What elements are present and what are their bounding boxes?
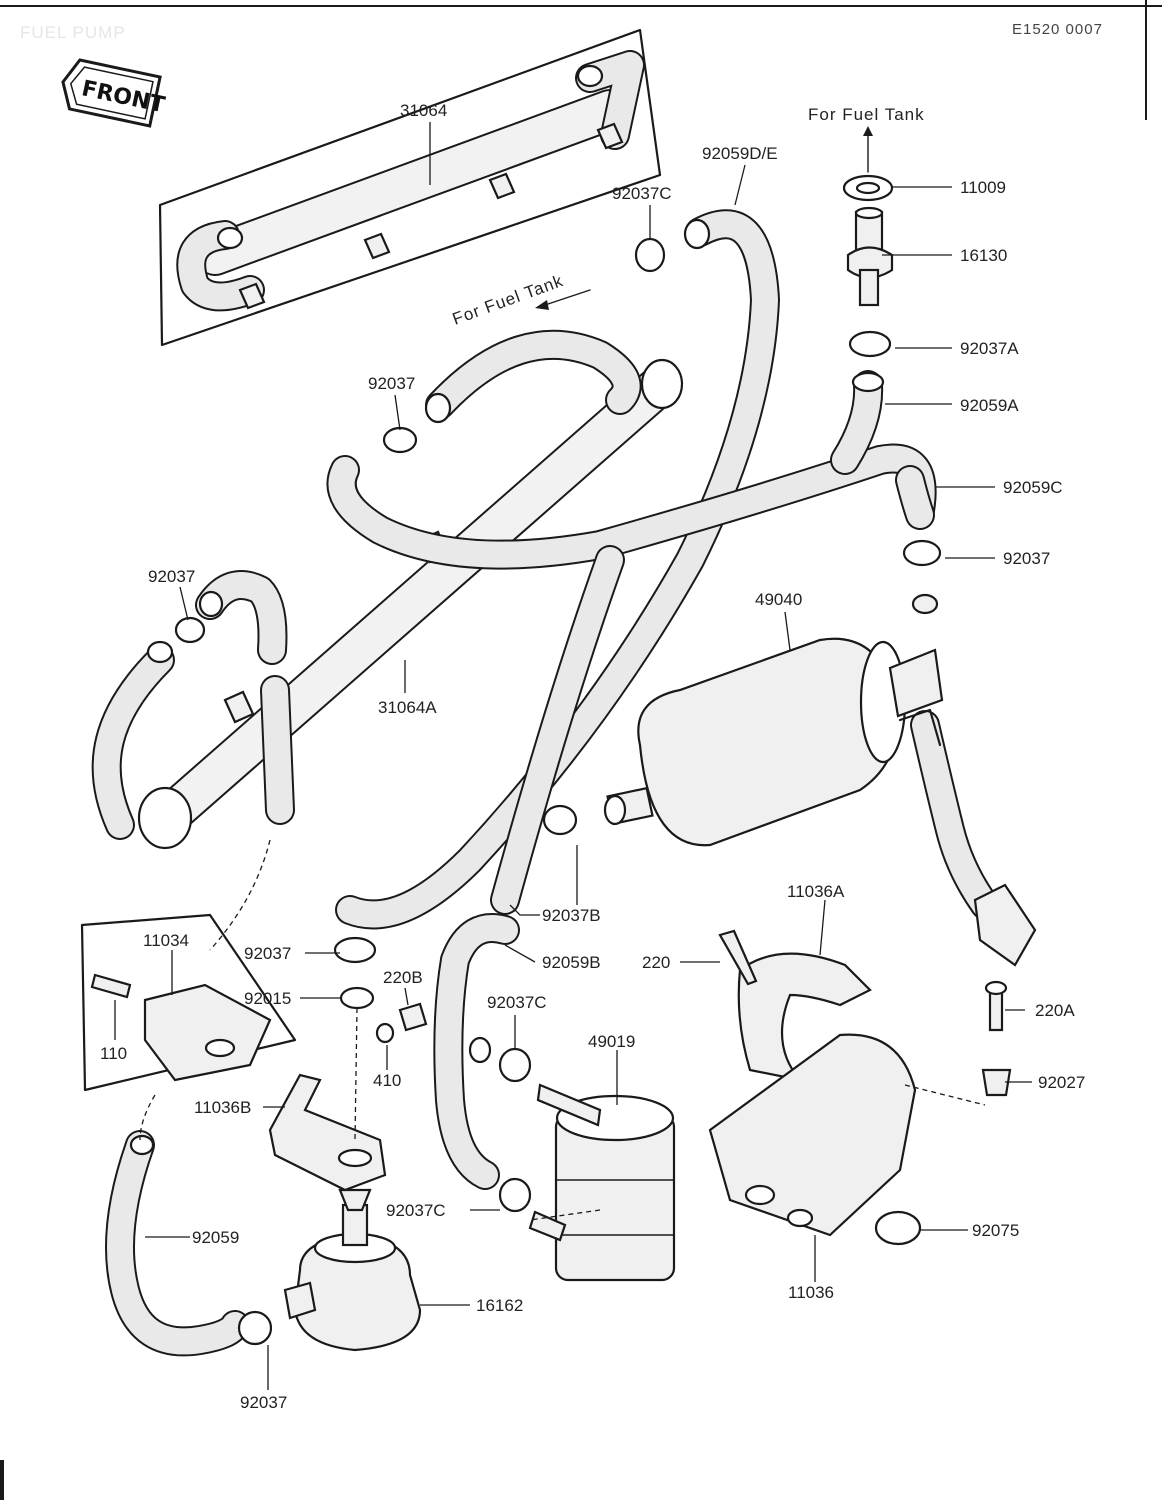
label-92059a: 92059A bbox=[960, 396, 1019, 415]
label-49019: 49019 bbox=[588, 1032, 635, 1051]
diagram-reference-code: E1520 0007 bbox=[1012, 21, 1103, 38]
label-92059b: 92059B bbox=[542, 953, 601, 972]
label-220b: 220B bbox=[383, 968, 423, 987]
label-11036a: 11036A bbox=[787, 882, 845, 901]
label-92037a: 92037A bbox=[960, 339, 1019, 358]
label-11036b: 11036B bbox=[194, 1098, 251, 1117]
mounting-brackets bbox=[80, 839, 1012, 1246]
label-92037-left: 92037 bbox=[148, 567, 195, 586]
label-410: 410 bbox=[373, 1071, 401, 1090]
note-for-fuel-tank-left: For Fuel Tank bbox=[450, 271, 566, 329]
label-16130: 16130 bbox=[960, 246, 1007, 265]
page-title: FUEL PUMP bbox=[20, 23, 126, 42]
part-number-labels: 31064 31064A 92059D/E 92037C 11009 16130… bbox=[100, 101, 1085, 1412]
label-92037c-low: 92037C bbox=[386, 1201, 446, 1220]
label-110: 110 bbox=[100, 1044, 127, 1063]
label-92037b: 92037B bbox=[542, 906, 601, 925]
label-11009: 11009 bbox=[960, 178, 1006, 197]
label-92037-clamp: 92037 bbox=[244, 944, 291, 963]
label-92059: 92059 bbox=[192, 1228, 239, 1247]
page-header: FUEL PUMP E1520 0007 bbox=[0, 5, 1162, 42]
label-92015: 92015 bbox=[244, 989, 291, 1008]
fuel-hoses bbox=[105, 209, 1037, 1357]
front-direction-tag: FRONT bbox=[61, 58, 167, 128]
label-92037c-mid: 92037C bbox=[487, 993, 547, 1012]
label-92037-right: 92037 bbox=[1003, 549, 1050, 568]
label-11034: 11034 bbox=[143, 931, 189, 950]
label-92075: 92075 bbox=[972, 1221, 1019, 1240]
label-92027: 92027 bbox=[1038, 1073, 1085, 1092]
label-92037-bottom: 92037 bbox=[240, 1393, 287, 1412]
label-220: 220 bbox=[642, 953, 670, 972]
note-for-fuel-tank-top: For Fuel Tank bbox=[808, 105, 925, 124]
fuel-rail-31064 bbox=[158, 28, 662, 347]
label-92059de: 92059D/E bbox=[702, 144, 778, 163]
fuel-filter-49019 bbox=[528, 1083, 676, 1282]
label-31064a: 31064A bbox=[378, 698, 437, 717]
leader-lines bbox=[114, 122, 1032, 1390]
label-16162: 16162 bbox=[476, 1296, 523, 1315]
hose-clamps bbox=[174, 237, 942, 1346]
label-92037c-top: 92037C bbox=[612, 184, 672, 203]
label-92037-mid: 92037 bbox=[368, 374, 415, 393]
label-11036: 11036 bbox=[788, 1283, 834, 1302]
label-92059c: 92059C bbox=[1003, 478, 1063, 497]
label-220a: 220A bbox=[1035, 1001, 1075, 1020]
pressure-regulator-16162 bbox=[283, 986, 422, 1352]
fuel-pump-49040 bbox=[603, 637, 944, 847]
label-49040: 49040 bbox=[755, 590, 802, 609]
bottom-edge-mark bbox=[0, 1460, 4, 1500]
label-31064: 31064 bbox=[400, 101, 447, 120]
tank-fitting-16130 bbox=[842, 126, 894, 307]
